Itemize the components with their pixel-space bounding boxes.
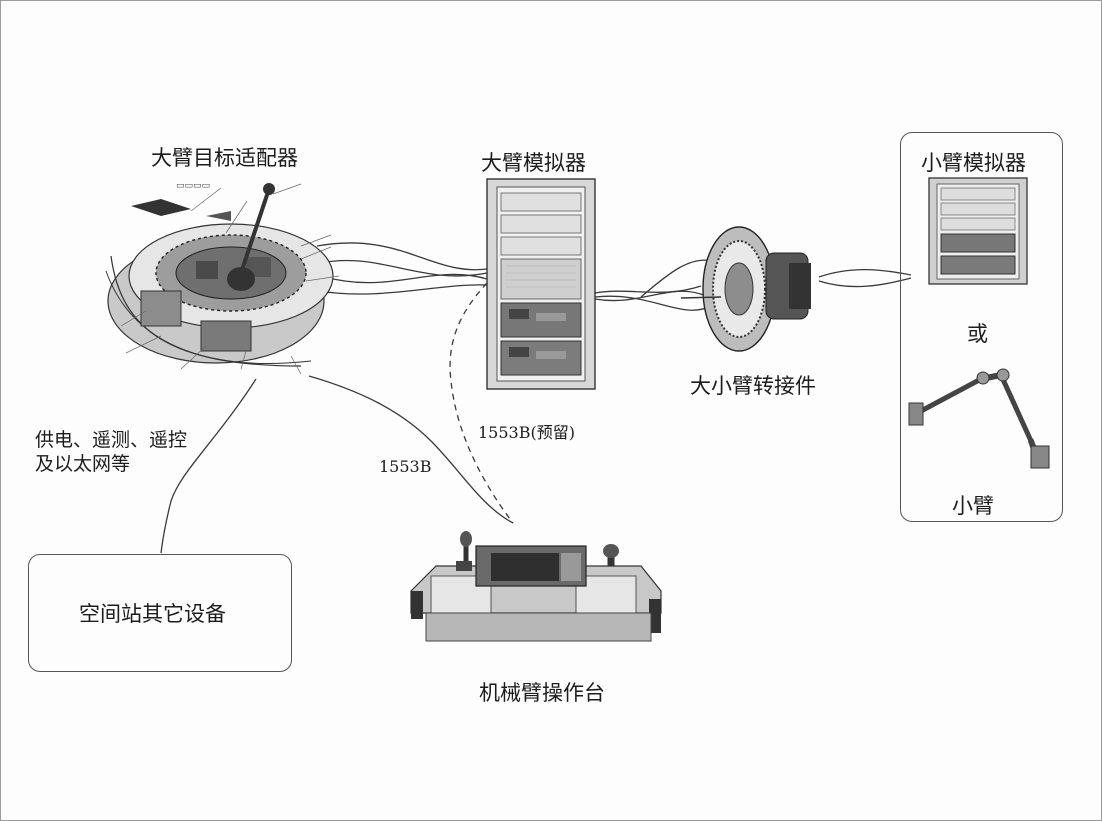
label-adapter-connector: 大小臂转接件	[690, 374, 816, 398]
big-arm-adapter-illustration	[105, 183, 340, 375]
big-arm-simulator-rack	[486, 178, 596, 390]
small-arm-simulator-rack	[928, 177, 1028, 285]
label-power-line-2: 及以太网等	[35, 453, 131, 475]
label-console: 机械臂操作台	[479, 681, 605, 705]
small-arm-group-box	[900, 132, 1063, 522]
adapter-annotation: ▭▭▭▭	[176, 181, 211, 191]
label-small-arm-simulator: 小臂模拟器	[921, 151, 1026, 175]
station-equipment-box	[28, 554, 292, 672]
label-power-line-1: 供电、遥测、遥控	[35, 429, 188, 451]
small-arm-illustration	[908, 368, 1050, 469]
label-1553b: 1553B	[379, 457, 432, 476]
console-illustration	[410, 531, 662, 642]
label-small-arm: 小臂	[952, 494, 994, 518]
label-1553b-reserved: 1553B(预留)	[478, 423, 575, 442]
label-station-equipment: 空间站其它设备	[79, 602, 226, 626]
label-or: 或	[967, 322, 988, 346]
adapter-connector-illustration	[680, 226, 811, 352]
label-big-arm-adapter: 大臂目标适配器	[151, 146, 298, 170]
label-big-arm-simulator: 大臂模拟器	[481, 151, 586, 175]
